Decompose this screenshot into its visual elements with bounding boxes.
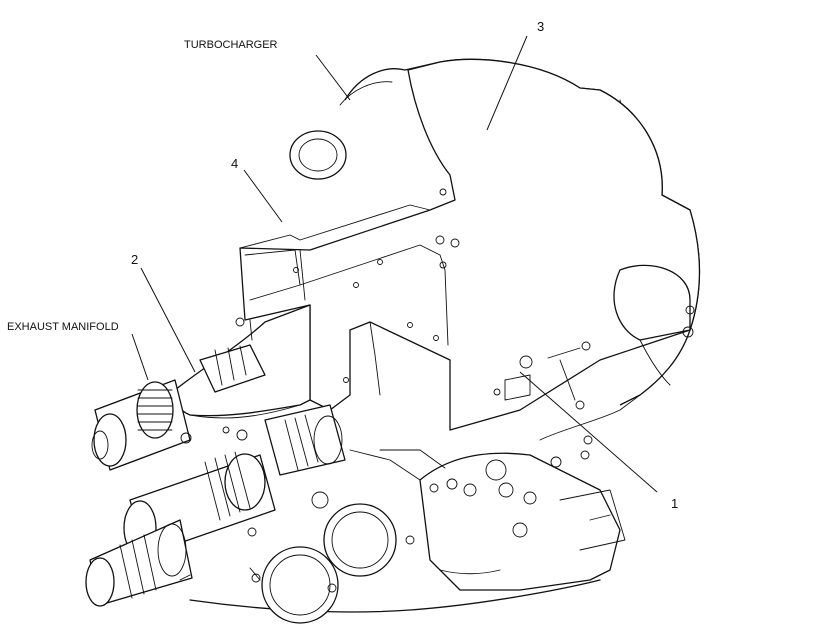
leader-callout-2: [140, 267, 196, 373]
callout-3: 3: [537, 19, 544, 34]
callout-1: 1: [671, 496, 678, 511]
engine-block: [179, 394, 641, 624]
callout-2: 2: [131, 252, 138, 267]
labels: TURBOCHARGER EXHAUST MANIFOLD 1 2 3 4: [7, 19, 678, 511]
leader-callout-4: [243, 169, 283, 223]
leader-callout-1: [519, 371, 658, 493]
exhaust-manifold: [85, 317, 346, 607]
leader-callout-3: [486, 35, 528, 131]
turbocharger-label: TURBOCHARGER: [184, 39, 278, 51]
leader-lines: [131, 35, 658, 493]
exhaust-manifold-label: EXHAUST MANIFOLD: [7, 321, 119, 333]
callout-4: 4: [231, 156, 238, 171]
leader-turbocharger: [315, 54, 351, 101]
leader-exhaust-manifold: [131, 333, 149, 381]
heat-shield-body: [239, 58, 701, 445]
